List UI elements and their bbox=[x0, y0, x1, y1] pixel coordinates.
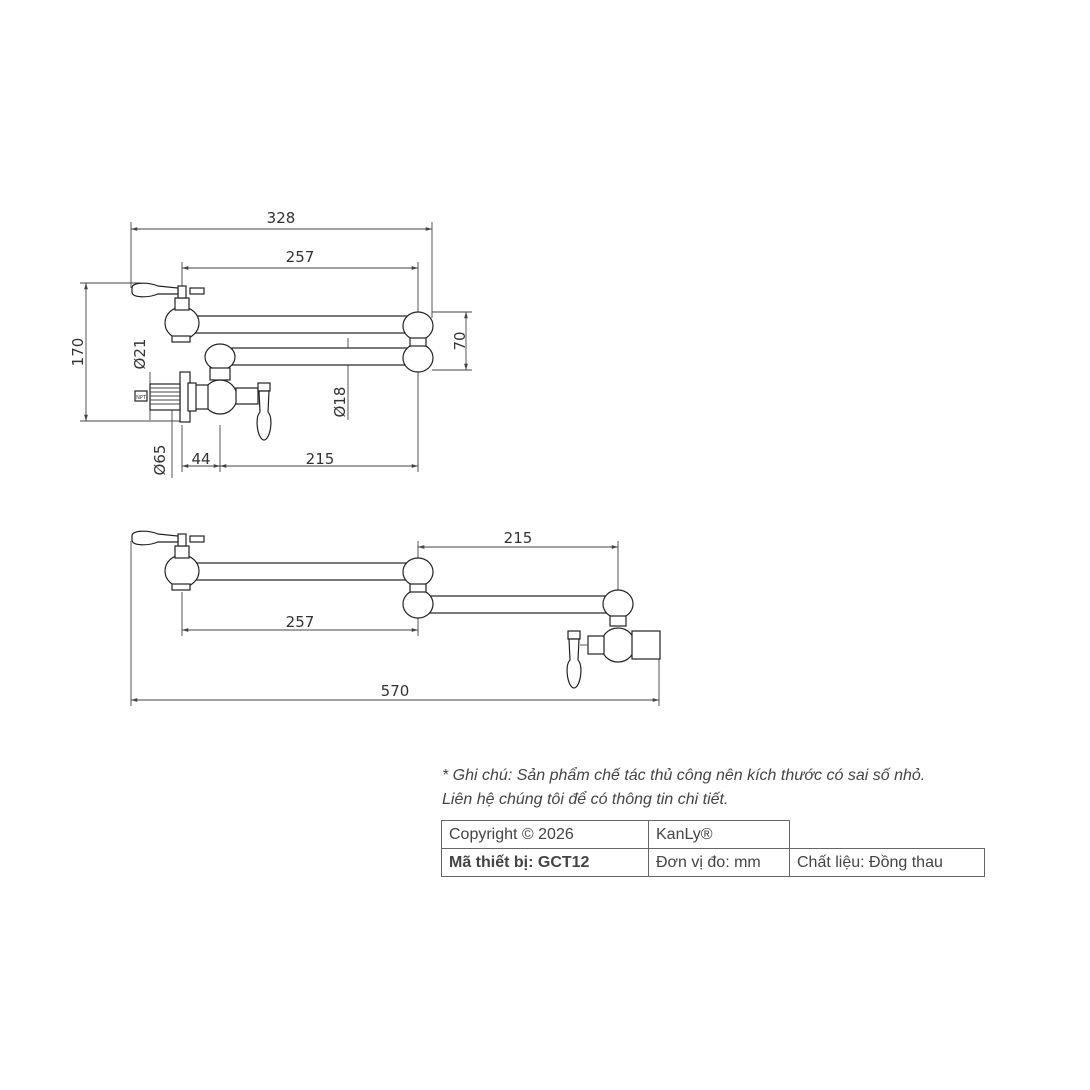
note: * Ghi chú: Sản phẩm chế tác thủ công nên… bbox=[442, 764, 925, 812]
info-table: Copyright © 2026 KanLy® Mã thiết bị: GCT… bbox=[441, 820, 985, 877]
dim-second-arm: 215 bbox=[504, 529, 533, 547]
dim-overall-length: 328 bbox=[267, 209, 296, 227]
copyright-cell: Copyright © 2026 bbox=[441, 820, 649, 849]
folded-view: 328 257 170 70 Ø18 Ø21 Ø65 44 215 bbox=[69, 209, 472, 478]
unit-cell: Đơn vị đo: mm bbox=[648, 848, 790, 877]
dim-arm-spacing: 70 bbox=[451, 331, 469, 350]
note-line-2: Liên hệ chúng tôi để có thông tin chi ti… bbox=[442, 791, 729, 808]
thread bbox=[149, 383, 181, 411]
dim-tube-diameter: Ø18 bbox=[331, 387, 349, 418]
dim-inlet-diameter: Ø21 bbox=[131, 339, 149, 370]
dim-first-arm: 257 bbox=[286, 613, 315, 631]
dim-offset: 44 bbox=[191, 450, 210, 468]
material-cell: Chất liệu: Đồng thau bbox=[789, 848, 985, 877]
empty-cell bbox=[790, 821, 985, 849]
extended-view: 215 257 570 bbox=[130, 529, 661, 706]
brand-cell: KanLy® bbox=[648, 820, 790, 849]
thread-label: NPT bbox=[136, 395, 147, 401]
dim-height: 170 bbox=[69, 338, 87, 367]
dim-flange-diameter: Ø65 bbox=[151, 445, 169, 476]
note-line-1: * Ghi chú: Sản phẩm chế tác thủ công nên… bbox=[442, 767, 926, 784]
code-cell: Mã thiết bị: GCT12 bbox=[441, 848, 649, 877]
dim-lower-arm-length: 215 bbox=[306, 450, 335, 468]
dim-total-extension: 570 bbox=[381, 682, 410, 700]
dim-arm-length: 257 bbox=[286, 248, 315, 266]
